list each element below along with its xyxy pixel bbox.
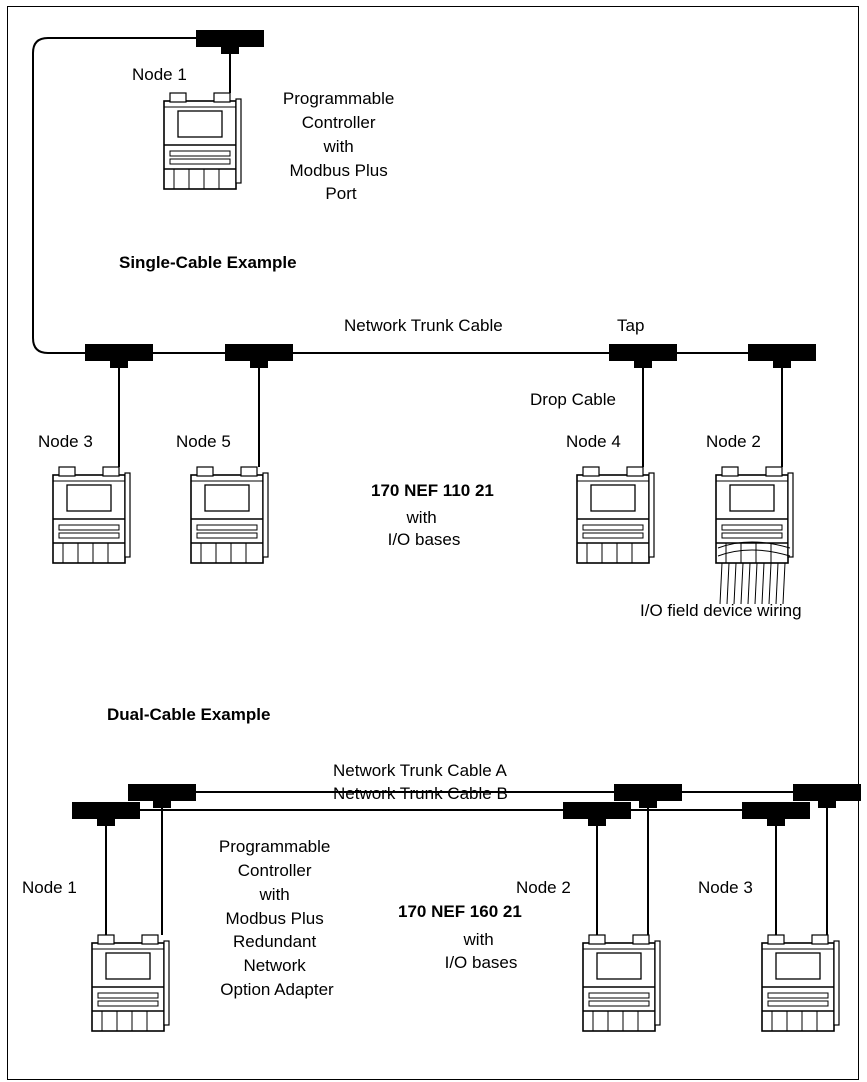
dual-tap-b-node3 bbox=[742, 802, 810, 826]
dual-trunk-a-label: Network Trunk Cable A bbox=[333, 761, 508, 780]
single-node2-label: Node 2 bbox=[706, 432, 761, 451]
single-cable-example: Node 1 Programmable Controller with Modb… bbox=[32, 30, 816, 620]
dual-module-desc: with I/O bases bbox=[445, 930, 518, 972]
single-tap-node4 bbox=[609, 344, 677, 368]
single-tap-label: Tap bbox=[617, 316, 644, 335]
single-module-desc: with I/O bases bbox=[388, 508, 461, 549]
dual-tap-a-node3 bbox=[793, 784, 861, 808]
single-tap-node3 bbox=[85, 344, 153, 368]
single-tap-node5 bbox=[225, 344, 293, 368]
single-node4-module bbox=[576, 466, 655, 564]
dual-tap-b-node2 bbox=[563, 802, 631, 826]
dual-trunk-b-label: Network Trunk Cable B bbox=[333, 784, 508, 803]
single-node1-label: Node 1 bbox=[132, 65, 187, 84]
single-cable-title: Single-Cable Example bbox=[119, 253, 297, 272]
single-drop-label: Drop Cable bbox=[530, 390, 616, 409]
single-node4-label: Node 4 bbox=[566, 432, 621, 451]
dual-node3-module bbox=[761, 934, 840, 1032]
single-module-model: 170 NEF 110 21 bbox=[371, 481, 494, 500]
single-controller-desc: Programmable Controller with Modbus Plus… bbox=[283, 89, 399, 203]
dual-tap-b-node1 bbox=[72, 802, 140, 826]
dual-node1-controller bbox=[91, 934, 170, 1032]
dual-tap-a-node2 bbox=[614, 784, 682, 808]
dual-node1-label: Node 1 bbox=[22, 878, 77, 897]
dual-node2-module bbox=[582, 934, 661, 1032]
single-trunk-label: Network Trunk Cable bbox=[344, 316, 503, 335]
single-node5-label: Node 5 bbox=[176, 432, 231, 451]
single-tap-node2 bbox=[748, 344, 816, 368]
dual-module-model: 170 NEF 160 21 bbox=[398, 902, 522, 921]
single-node3-module bbox=[52, 466, 131, 564]
dual-node2-label: Node 2 bbox=[516, 878, 571, 897]
dual-cable-example: Dual-Cable Example bbox=[22, 705, 861, 1032]
single-node1-controller bbox=[163, 92, 242, 190]
single-trunk-cable bbox=[32, 37, 790, 354]
dual-controller-desc: Programmable Controller with Modbus Plus… bbox=[219, 837, 335, 999]
dual-cable-title: Dual-Cable Example bbox=[107, 705, 270, 724]
single-node3-label: Node 3 bbox=[38, 432, 93, 451]
single-node5-module bbox=[190, 466, 269, 564]
field-wiring bbox=[717, 541, 791, 605]
single-tap-node1 bbox=[196, 30, 264, 54]
dual-node3-label: Node 3 bbox=[698, 878, 753, 897]
field-wiring-label: I/O field device wiring bbox=[640, 601, 802, 620]
single-node2-module bbox=[715, 466, 794, 564]
dual-tap-a-node1 bbox=[128, 784, 196, 808]
